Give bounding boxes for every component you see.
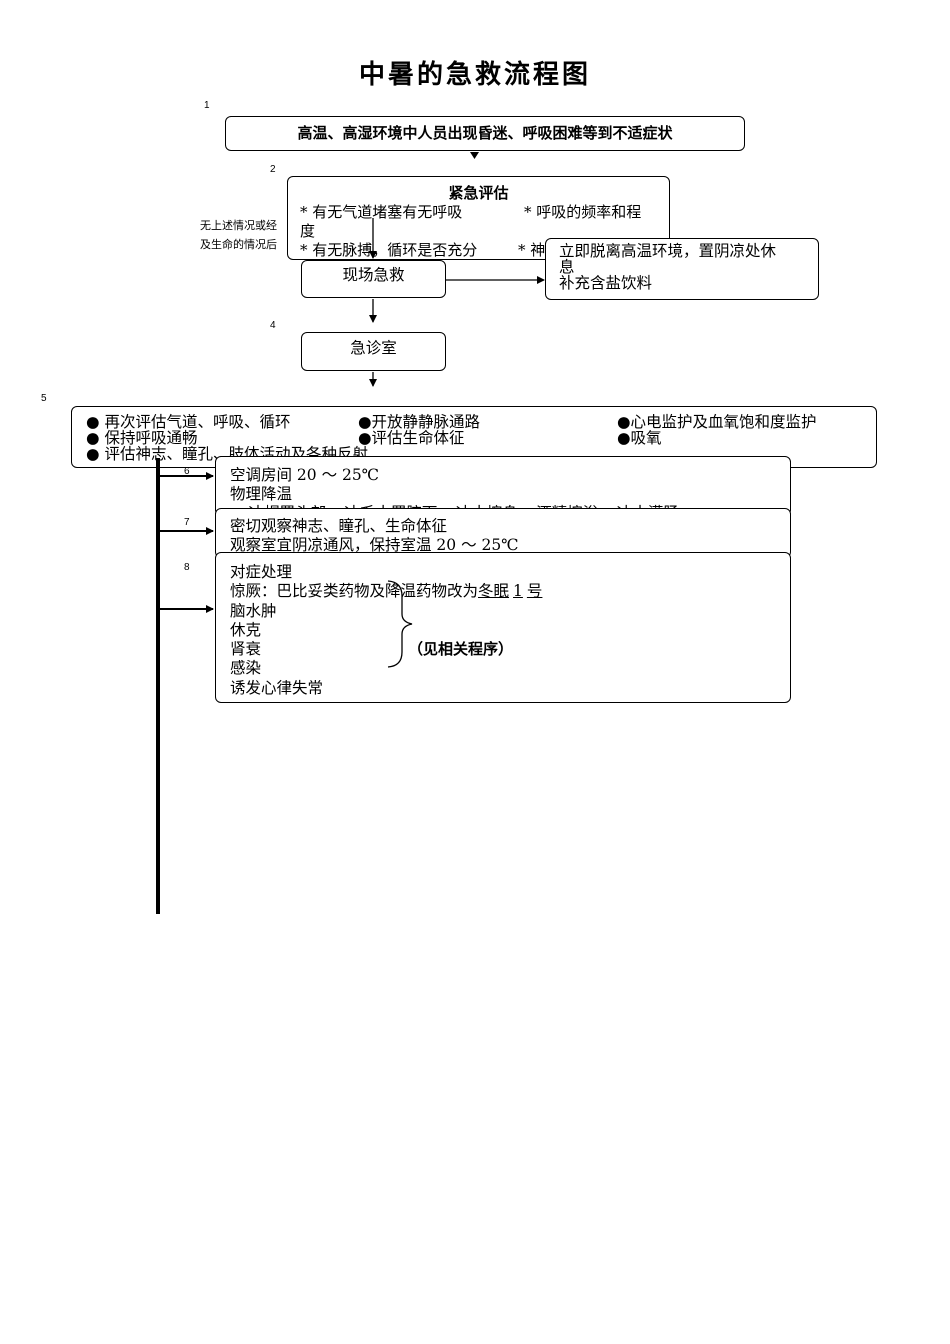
cooling-line1: 空调房间 20 ～ 25℃ [230,466,380,484]
assessment-line1-b: * 呼吸的频率和程 [524,203,642,221]
reassessment-item: ● 再次评估气道、呼吸、循环 [86,413,291,431]
onsite-aid-box: 现场急救 [301,260,446,298]
reassessment-item: ●评估生命体征 [358,429,465,447]
emergency-room-label: 急诊室 [350,339,397,357]
symptom-text: 高温、高湿环境中人员出现昏迷、呼吸困难等到不适症状 [297,124,673,142]
reassessment-item: ●心电监护及血氧饱和度监护 [617,413,817,431]
cooling-line2: 物理降温 [230,485,293,503]
assessment-line2: 度 [300,222,316,240]
convulsion-text: 惊厥：巴比妥类药物及降温药物改为 [230,582,479,601]
relief-line3: 补充含盐饮料 [559,274,653,292]
curly-brace [387,580,413,668]
reassessment-col3: ●心电监护及血氧饱和度监护 ●吸氧 [617,414,817,446]
reassessment-item: ●吸氧 [617,429,662,447]
assessment-line3-b: * 神 [518,241,546,259]
reassessment-item: ● 保持呼吸通畅 [86,429,198,447]
symptomatic-box: 对症处理 惊厥：巴比妥类药物及降温药物改为 冬眠 1 号 脑水肿 休克 肾衰 感… [215,552,791,703]
symptomatic-line2: 惊厥：巴比妥类药物及降温药物改为 冬眠 1 号 [230,582,790,601]
observation-box: 密切观察神志、瞳孔、生命体征 观察室宜阴凉通风，保持室温 20 ～ 25℃ [215,508,791,558]
symptomatic-line3: 脑水肿 [230,601,277,620]
hibernation-suffix: 号 [526,582,543,601]
see-related-procedures: （见相关程序） [408,640,514,658]
relief-line2: 息 [559,258,575,276]
symptomatic-line1: 对症处理 [230,563,293,581]
reassessment-item: ●开放静静脉通路 [358,413,481,431]
symptomatic-line4: 休克 [230,620,262,639]
assessment-line1-a: * 有无气道堵塞有无呼吸 [300,203,463,221]
side-note-line2: 及生命的情况后 [200,238,277,251]
emergency-room-box: 急诊室 [301,332,446,371]
page-title: 中暑的急救流程图 [358,60,591,90]
hibernation-text: 冬眠 [478,582,510,601]
step-number-2: 2 [270,164,276,175]
symptom-box: 高温、高湿环境中人员出现昏迷、呼吸困难等到不适症状 [225,116,745,151]
observation-line1: 密切观察神志、瞳孔、生命体征 [230,517,448,535]
step-number-8: 8 [184,562,190,573]
symptomatic-line6: 感染 [230,659,262,678]
step-number-5: 5 [41,393,47,404]
relief-line1: 立即脱离高温环境，置阴凉处休 [559,242,777,260]
hibernation-number: 1 [513,582,523,601]
step-number-1: 1 [204,100,210,111]
relief-box: 立即脱离高温环境，置阴凉处休 息 补充含盐饮料 [545,238,819,300]
assessment-heading: 紧急评估 [448,184,509,202]
step-number-7: 7 [184,517,190,528]
step-number-6: 6 [184,466,190,477]
symptomatic-line7: 诱发心律失常 [230,678,324,697]
onsite-aid-label: 现场急救 [342,266,405,284]
symptomatic-line5: 肾衰 [230,640,262,659]
assessment-line3-a: * 有无脉搏，循环是否充分 [300,241,478,259]
reassessment-col2: ●开放静静脉通路 ●评估生命体征 [358,414,480,446]
side-note-line1: 无上述情况或经 [200,219,277,232]
observation-line2: 观察室宜阴凉通风，保持室温 20 ～ 25℃ [230,536,519,554]
step-number-4: 4 [270,320,276,331]
side-note: 无上述情况或经 及生命的情况后 [200,216,277,254]
arrow-1-2 [470,152,479,159]
